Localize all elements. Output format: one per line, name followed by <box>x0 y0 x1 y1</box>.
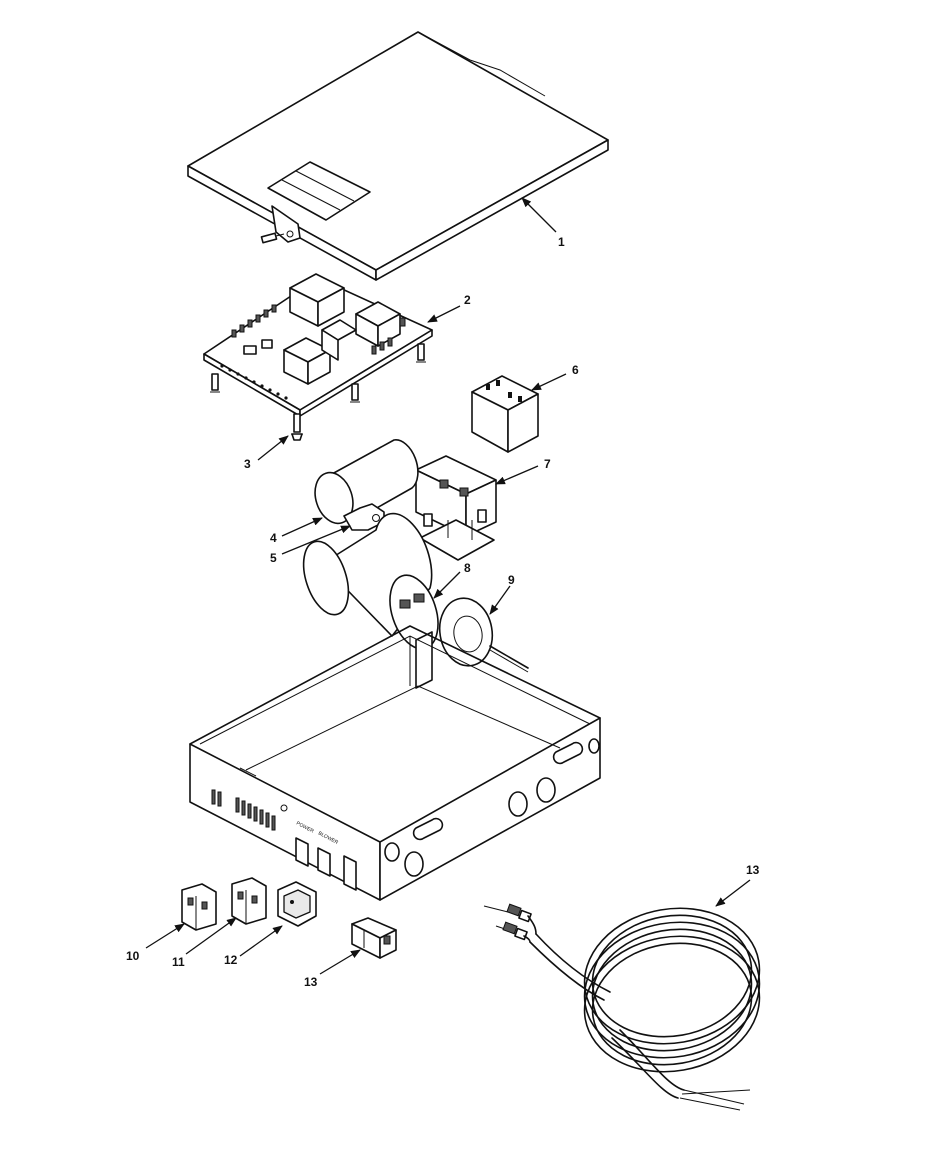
cover-plate <box>187 31 609 281</box>
callout-3: 3 <box>244 457 251 471</box>
callout-labels: 1 2 3 4 5 6 7 8 9 10 11 12 13 13 <box>126 235 760 989</box>
callout-2: 2 <box>464 293 471 307</box>
callout-6: 6 <box>572 363 579 377</box>
callout-10: 10 <box>126 949 140 963</box>
chassis-box: POWER BLOWER <box>189 625 601 901</box>
switch-12 <box>277 881 317 927</box>
control-board <box>203 273 433 417</box>
leader-lines <box>145 197 751 975</box>
contactor <box>415 455 497 561</box>
relay <box>471 375 539 453</box>
callout-4: 4 <box>270 531 277 545</box>
board-standoff <box>291 413 303 441</box>
power-cord <box>483 903 761 1111</box>
start-capacitor <box>302 512 439 650</box>
standoff-set <box>210 343 426 403</box>
callout-11: 11 <box>172 955 185 969</box>
cover-screw <box>260 232 285 244</box>
callout-9: 9 <box>508 573 515 587</box>
callout-7: 7 <box>544 457 551 471</box>
switch-11 <box>231 877 267 925</box>
callout-13-cord: 13 <box>746 863 760 877</box>
callout-1: 1 <box>558 235 565 249</box>
callout-13-breaker: 13 <box>304 975 318 989</box>
switch-10 <box>181 883 217 931</box>
callout-8: 8 <box>464 561 471 575</box>
blower-motor <box>415 597 529 689</box>
circuit-breaker <box>351 917 397 959</box>
callout-12: 12 <box>224 953 238 967</box>
callout-5: 5 <box>270 551 277 565</box>
run-capacitor <box>314 439 419 525</box>
